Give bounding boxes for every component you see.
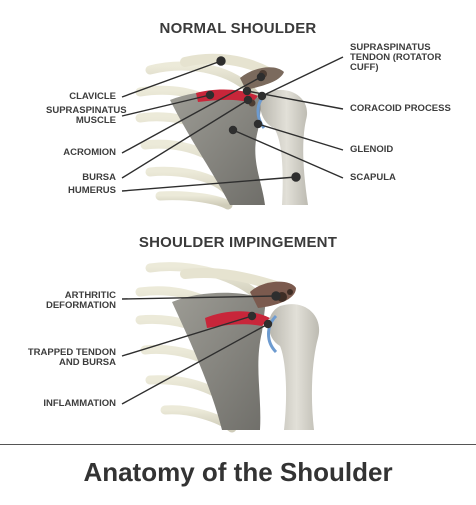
normal-shoulder-title: NORMAL SHOULDER [159,20,317,37]
label-coracoid-process: CORACOID PROCESS [350,103,451,114]
humerus [260,89,308,205]
label-clavicle: CLAVICLE [69,91,116,102]
clavicle-impingement [180,267,281,291]
label-scapula: SCAPULA [350,172,396,183]
impingement-title: SHOULDER IMPINGEMENT [138,234,338,251]
impingement-leader-lines [121,291,281,405]
label-humerus: HUMERUS [67,185,116,196]
label-acromion: ACROMION [63,147,116,158]
footer-title: Anatomy of the Shoulder [83,457,393,487]
label-trapped-tendon-and-bursa: TRAPPED TENDON AND BURSA [27,347,116,368]
label-glenoid: GLENOID [350,144,394,155]
normal-shoulder-illustration [135,53,308,210]
label-bursa: BURSA [82,172,116,183]
label-supraspinatus-muscle: SUPRASPINATUS MUSCLE [46,105,127,126]
label-arthritic-deformation: ARTHRITIC DEFORMATION [45,290,116,311]
scapula [170,91,265,205]
scapula-impingement [172,292,266,430]
normal-leader-lines [121,56,344,192]
impingement-illustration [135,262,320,433]
label-inflammation: INFLAMMATION [43,398,116,409]
glenoid-cartilage-impingement [267,314,278,354]
humerus-impingement [268,304,320,430]
label-supraspinatus-tendon: SUPRASPINATUS TENDON (ROTATOR CUFF) [350,42,442,73]
footer-divider [0,444,476,445]
